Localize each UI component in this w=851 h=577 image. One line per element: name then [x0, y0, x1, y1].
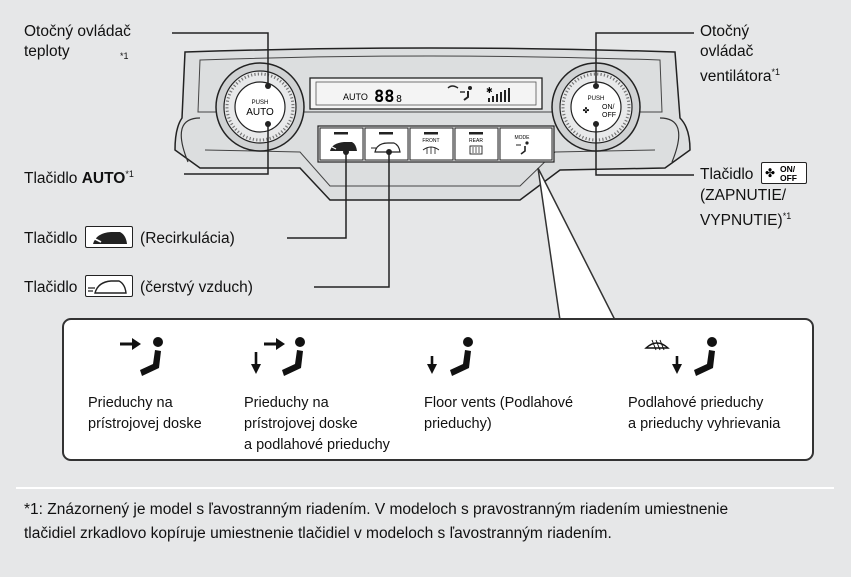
mode-caption: Podlahové prieduchy a prieduchy vyhrieva…: [628, 395, 781, 432]
dashboard-vents-icon: [120, 337, 163, 376]
display-mode-icon: [447, 85, 472, 101]
fresh-air-inline-icon: [84, 275, 133, 297]
mode-caption: Prieduchy na prístrojovej doske a podlah…: [244, 395, 390, 453]
mode-button-label: MODE: [515, 135, 531, 141]
floor-vents-icon: [427, 337, 473, 376]
display-auto-text: AUTO: [343, 92, 368, 102]
callout-pointer: [537, 167, 617, 321]
leader-lines: [172, 32, 694, 288]
dashboard-and-floor-vents-icon: [251, 337, 305, 376]
display-fan-bars-icon: ✱: [486, 86, 510, 102]
recirculation-inline-icon: [84, 226, 133, 248]
mode-dashboard-and-floor-vents: Prieduchy na prístrojovej doske a podlah…: [244, 320, 414, 460]
auto-button-label: Tlačidlo AUTO*1: [24, 169, 134, 187]
leader-dots: [265, 83, 599, 155]
mode-dashboard-vents: Prieduchy na prístrojovej doske: [88, 320, 238, 460]
fan-knob-push-text: PUSH: [588, 96, 605, 102]
fresh-air-button-label: Tlačidlo (čerstvý vzduch): [24, 275, 253, 299]
lcd-display: [309, 77, 543, 110]
temp-knob-auto-text: AUTO: [246, 107, 274, 118]
mode-button[interactable]: MODE: [499, 127, 553, 161]
svg-text:✱: ✱: [486, 86, 493, 95]
fan-knob-fan-icon: ✤: [583, 106, 590, 115]
on-off-inline-icon: ✤ ON/ OFF: [760, 162, 807, 184]
fresh-air-button[interactable]: [364, 127, 409, 161]
svg-text:OFF: OFF: [780, 173, 797, 183]
mode-floor-vents: Floor vents (Podlahové prieduchy): [424, 320, 614, 460]
front-defrost-label: FRONT: [422, 138, 439, 144]
display-digits: 88: [374, 87, 394, 107]
mode-caption: Floor vents (Podlahové prieduchy): [424, 395, 574, 432]
mode-floor-and-defrost-vents: Podlahové prieduchy a prieduchy vyhrieva…: [628, 320, 808, 460]
recirculation-button-label: Tlačidlo (Recirkulácia): [24, 226, 235, 250]
display-digit-small: 8: [396, 94, 402, 105]
footnote: *1: Znázornený je model s ľavostranným r…: [24, 501, 729, 542]
rear-defrost-button[interactable]: REAR: [454, 127, 499, 161]
temp-knob-push-text: PUSH: [252, 100, 269, 106]
recirculation-button[interactable]: [319, 127, 364, 161]
mode-caption: Prieduchy na prístrojovej doske: [88, 395, 202, 432]
fan-knob-off-text: OFF: [602, 112, 616, 119]
floor-and-defrost-vents-icon: [644, 337, 717, 376]
on-off-button-label: Tlačidlo ✤ ON/ OFF (ZAPNUTIE/ VYPNUTIE)*…: [700, 162, 810, 231]
temperature-knob-label: Otočný ovládač teploty*1: [24, 23, 131, 61]
svg-text:ON/: ON/: [780, 164, 796, 174]
temperature-knob[interactable]: PUSH AUTO: [215, 62, 305, 152]
section-divider: [16, 487, 834, 489]
front-defrost-button[interactable]: FRONT: [409, 127, 454, 161]
button-row: FRONT REAR MODE: [317, 125, 555, 163]
svg-text:✤: ✤: [765, 166, 775, 180]
fan-knob-on-text: ON/: [602, 104, 615, 111]
fan-knob-label: Otočný ovládač ventilátora*1: [700, 23, 781, 85]
rear-defrost-label: REAR: [469, 138, 483, 144]
mode-callout-box: Prieduchy na prístrojovej doske Prieduch…: [62, 318, 814, 461]
